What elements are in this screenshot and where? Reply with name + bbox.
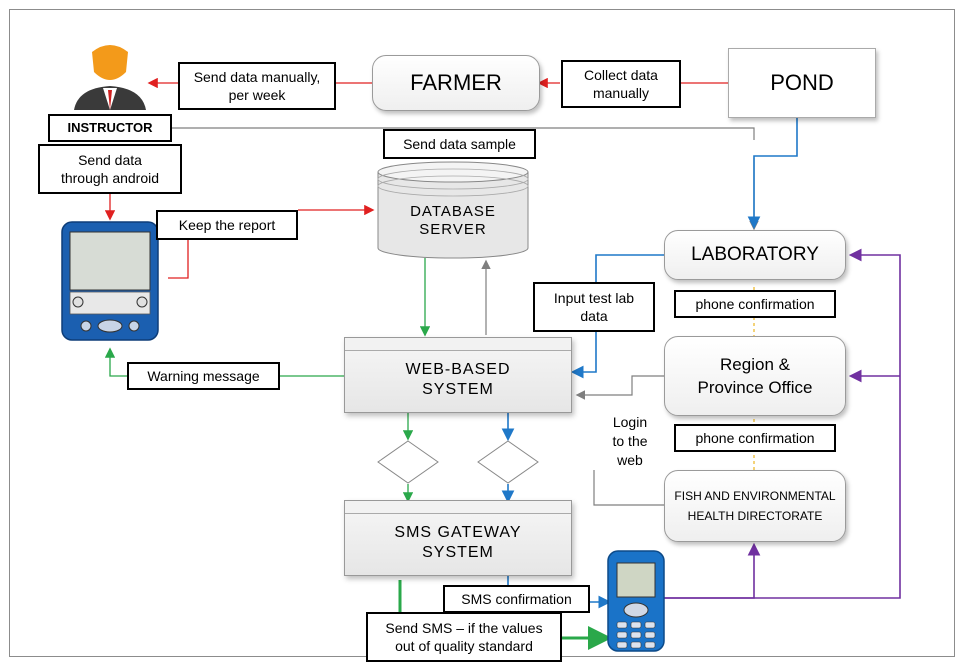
phone-confirmation-text-1: phone confirmation [695,296,815,312]
arrow-phone-to-directorate [664,542,761,599]
sms-gateway-label-line2: SYSTEM [422,544,494,561]
web-based-system-node: WEB-BASED SYSTEM [344,337,572,413]
sms-confirmation-label: SMS confirmation [443,585,590,613]
region-province-office-node: Region & Province Office [664,336,846,416]
web-system-header-bar [345,338,571,351]
sms-gateway-label-line1: SMS GATEWAY [394,524,522,541]
send-sms-condition-label: Send SMS – if the values out of quality … [366,612,562,662]
pond-node: POND [728,48,876,118]
input-test-lab-data-label: Input test lab data [533,282,655,332]
laboratory-node: LABORATORY [664,230,846,280]
send-android-line1: Send data [78,152,142,168]
phone-confirmation-lab-label: phone confirmation [674,290,836,318]
pond-label: POND [770,70,834,95]
person-icon [74,45,146,110]
pda-device-icon [61,221,159,341]
laboratory-label: LABORATORY [691,244,819,265]
send-manually-line2: per week [228,87,286,103]
decision-diamond-1 [377,440,439,484]
web-system-label-line1: WEB-BASED [405,361,511,378]
instructor-node: INSTRUCTOR [48,114,172,142]
warning-text: Warning message [147,368,260,384]
login-line3: web [617,451,643,468]
sms-gateway-system-node: SMS GATEWAY SYSTEM [344,500,572,576]
database-label-line2: SERVER [419,221,487,238]
database-cylinder [377,161,529,259]
collect-line1: Collect data [584,67,658,83]
warning-message-label: Warning message [127,362,280,390]
database-label-line1: DATABASE [410,203,496,220]
region-label-line1: Region & [720,355,790,374]
input-lab-line1: Input test lab [553,290,635,306]
phone-confirmation-text-2: phone confirmation [695,430,815,446]
keep-report-text: Keep the report [178,217,276,233]
line-instructor-sample-lab [170,127,755,140]
collect-line2: manually [592,85,650,101]
region-label-line2: Province Office [697,378,813,397]
login-line2: to the [612,432,648,449]
keep-the-report-label: Keep the report [156,210,298,240]
directorate-label-line2: HEALTH DIRECTORATE [687,509,823,523]
sms-confirmation-text: SMS confirmation [461,591,572,607]
web-system-label-line2: SYSTEM [422,381,494,398]
collect-data-label: Collect data manually [561,60,681,108]
line-directorate-login [593,470,664,506]
farmer-label: FARMER [410,70,502,95]
arrow-region-to-web [575,375,664,400]
farmer-node: FARMER [372,55,540,111]
instructor-label: INSTRUCTOR [67,120,153,135]
login-to-web-label: Login to the web [598,410,662,472]
send-sms-line2: out of quality standard [395,638,533,654]
database-server-node: DATABASE SERVER [378,196,528,246]
sms-gateway-header-bar [345,501,571,514]
send-through-android-label: Send data through android [38,144,182,194]
phone-confirmation-region-label: phone confirmation [674,424,836,452]
fish-health-directorate-node: FISH AND ENVIRONMENTAL HEALTH DIRECTORAT… [664,470,846,542]
mobile-phone-icon [607,550,665,652]
arrow-phone-to-laboratory [664,248,901,599]
directorate-label-line1: FISH AND ENVIRONMENTAL [674,489,836,503]
login-line1: Login [612,413,648,430]
send-data-sample-label: Send data sample [383,129,536,159]
decision-diamond-2 [477,440,539,484]
send-android-line2: through android [60,170,160,186]
input-lab-line2: data [580,308,608,324]
send-manually-line1: Send data manually, [193,69,321,85]
send-data-manually-label: Send data manually, per week [178,62,336,110]
send-sample-text: Send data sample [403,136,516,152]
send-sms-line1: Send SMS – if the values [385,620,543,636]
arrow-pond-to-laboratory [747,117,798,230]
